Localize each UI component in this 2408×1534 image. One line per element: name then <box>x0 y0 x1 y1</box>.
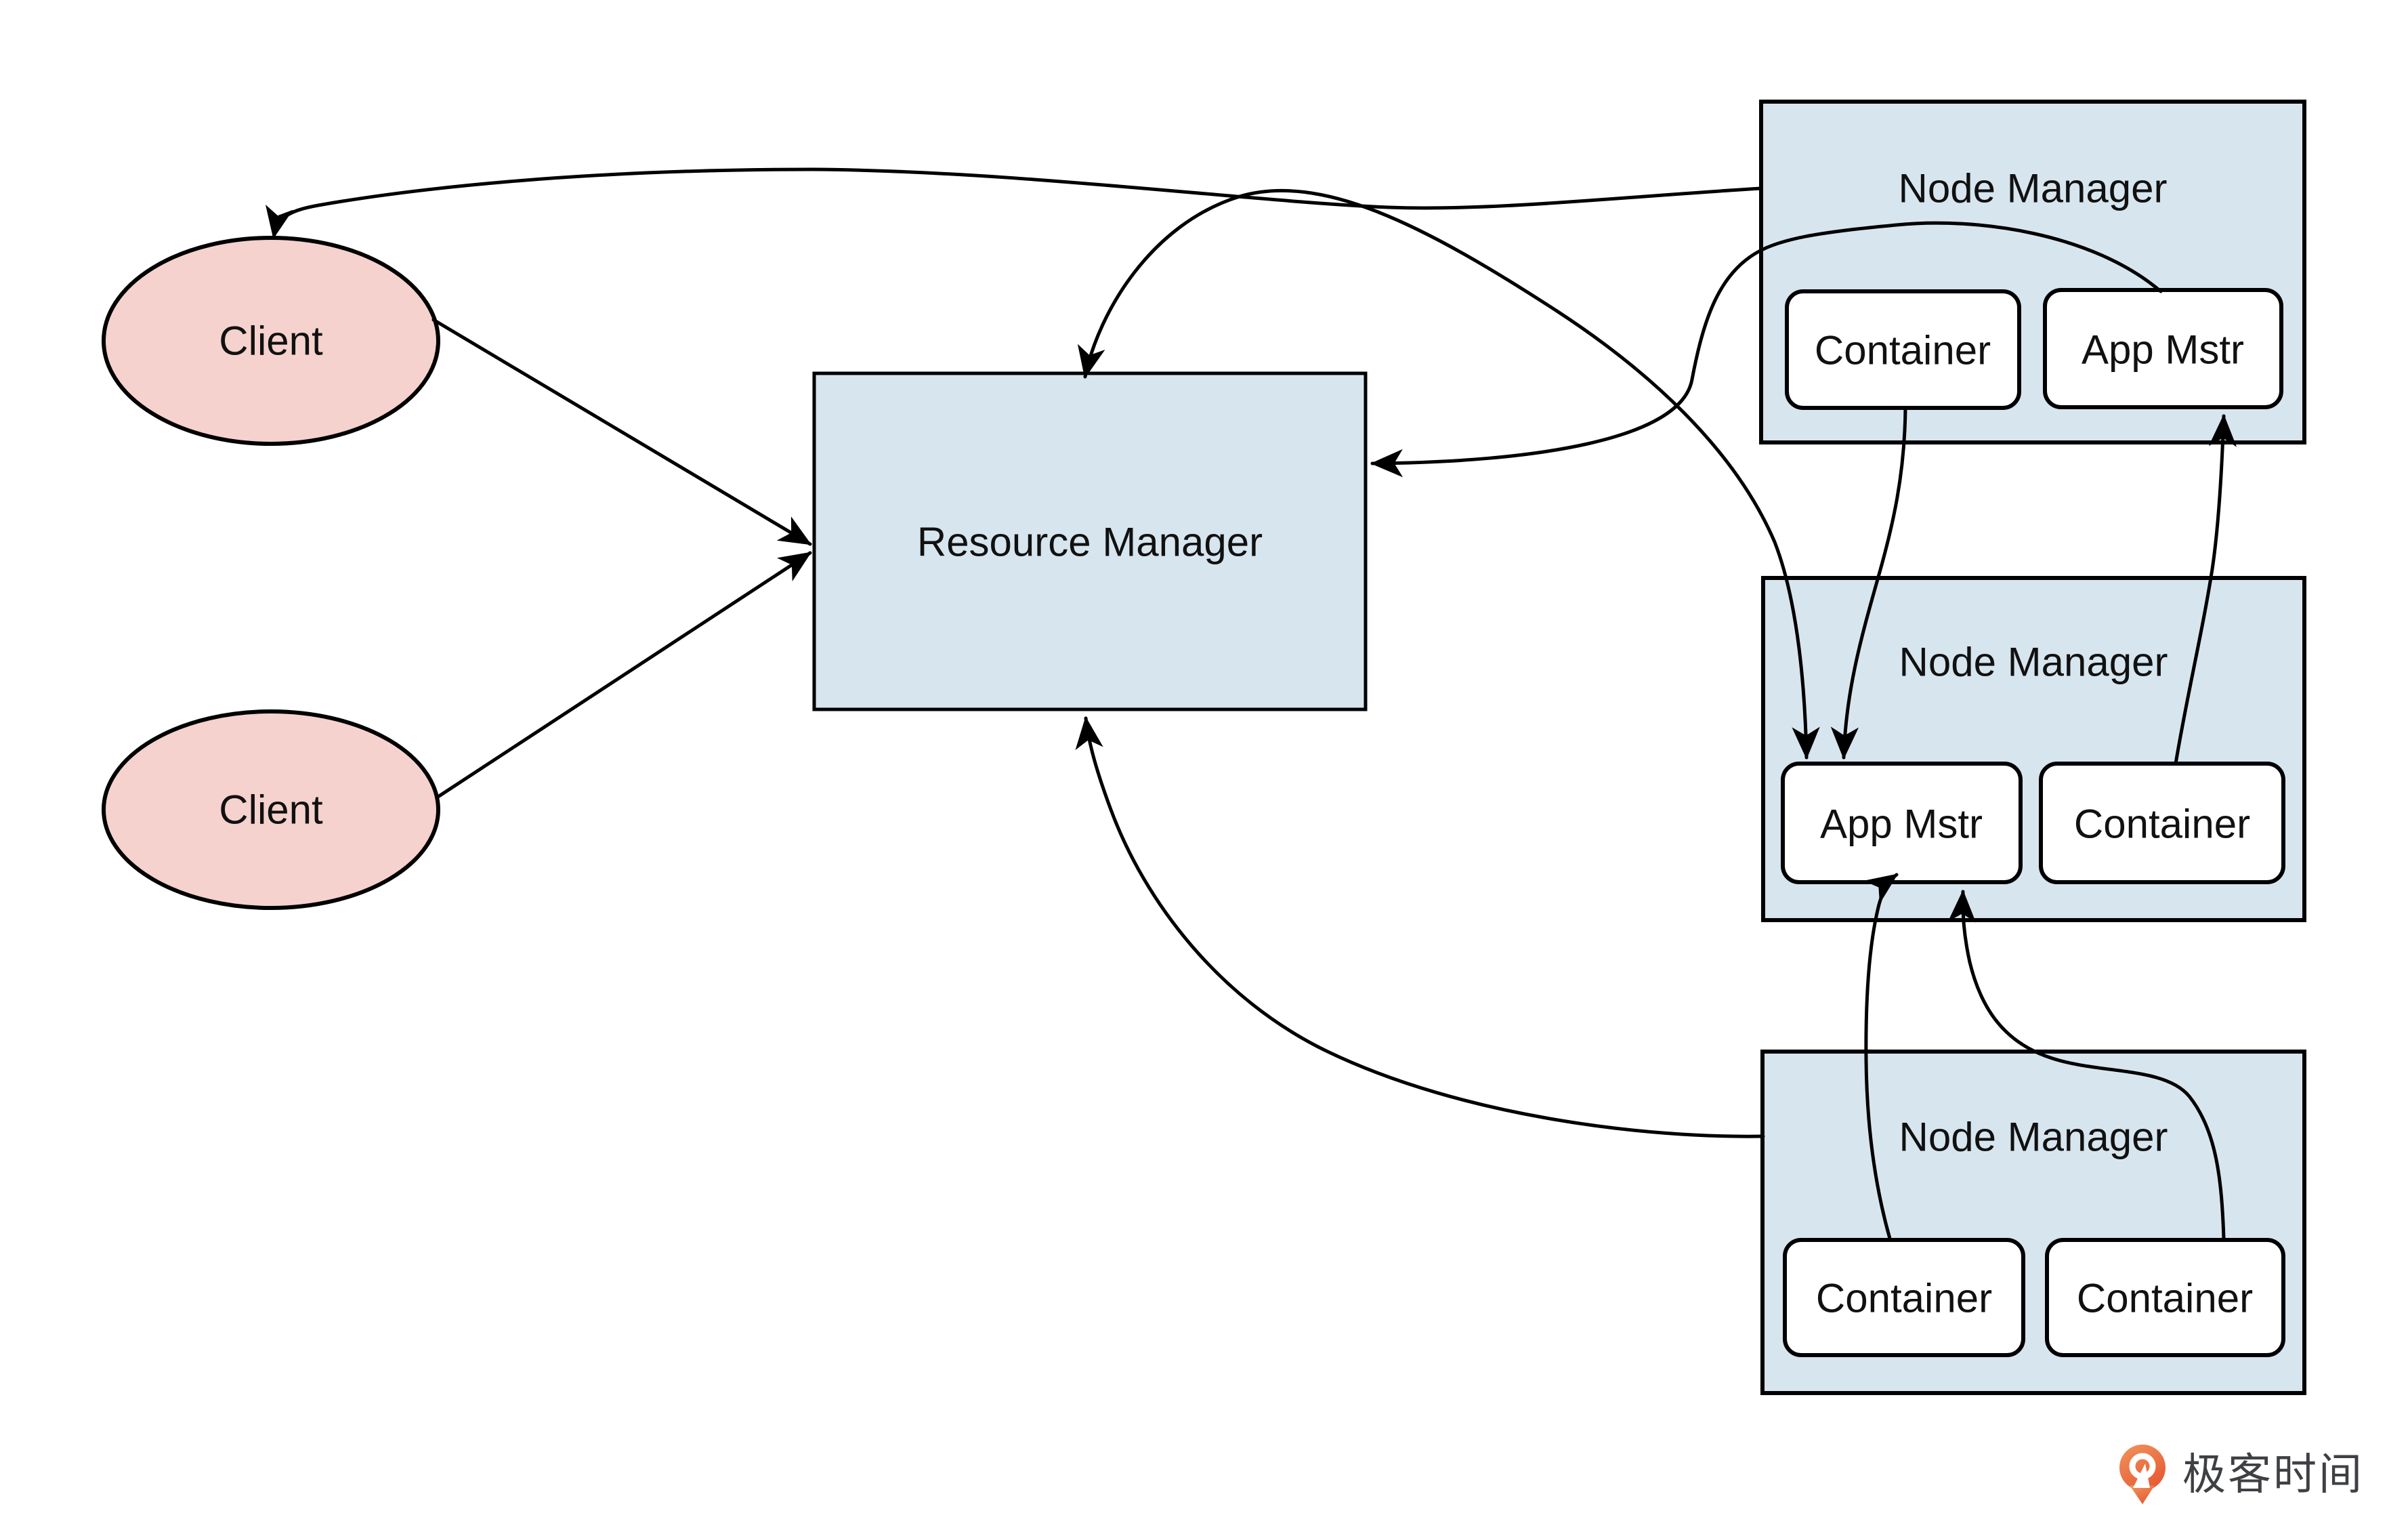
arrow-container2-to-appmstr1 <box>2174 414 2237 766</box>
client-1-label: Client <box>219 318 323 364</box>
arrow-rm-appmstr2-bidirectional <box>1077 188 1820 760</box>
nm1-container-label: Container <box>1815 328 1991 373</box>
arrow-container3b-to-appmstr2 <box>1947 890 2226 1241</box>
nm3-container-right-label: Container <box>2077 1276 2253 1321</box>
node-manager-2-label: Node Manager <box>1899 640 2168 685</box>
geektime-logo: 极客时间 <box>2119 1445 2364 1504</box>
client-2-group: Client <box>102 709 440 910</box>
arrow-client2-to-rm <box>435 551 812 800</box>
nm2-container-box <box>2039 762 2285 884</box>
client-1-group: Client <box>102 236 440 446</box>
arrow-nm3-to-rm <box>1075 716 1765 1138</box>
arrow-container1-to-appmstr2 <box>1830 406 1907 760</box>
nm3-container-right-box <box>2045 1238 2285 1357</box>
client-2-ellipse <box>102 709 440 910</box>
geektime-logo-text: 极客时间 <box>2182 1450 2364 1499</box>
nm3-container-left-label: Container <box>1816 1276 1992 1321</box>
resource-manager-group: Resource Manager <box>812 371 1368 711</box>
client-2-label: Client <box>219 787 323 833</box>
nm1-app-mstr-label: App Mstr <box>2082 327 2244 373</box>
inner-boxes: Container App Mstr App Mstr Container Co… <box>1781 288 2285 1357</box>
node-manager-1-label: Node Manager <box>1899 166 2168 211</box>
resource-manager-label: Resource Manager <box>917 520 1263 565</box>
nm1-app-mstr-box <box>2043 288 2283 409</box>
nm2-app-mstr-box <box>1781 762 2023 884</box>
arrow-client1-to-rm <box>431 318 812 546</box>
nm3-container-left-box <box>1783 1238 2025 1357</box>
geektime-pin-icon <box>2119 1445 2166 1504</box>
nm2-container-label: Container <box>2074 802 2250 847</box>
node-manager-3-label: Node Manager <box>1899 1115 2168 1160</box>
nm2-app-mstr-label: App Mstr <box>1820 802 1983 847</box>
arrow-container3a-to-appmstr2 <box>1863 873 1899 1241</box>
arrow-nm1-to-client1 <box>265 167 1763 239</box>
edges <box>265 167 2237 1241</box>
